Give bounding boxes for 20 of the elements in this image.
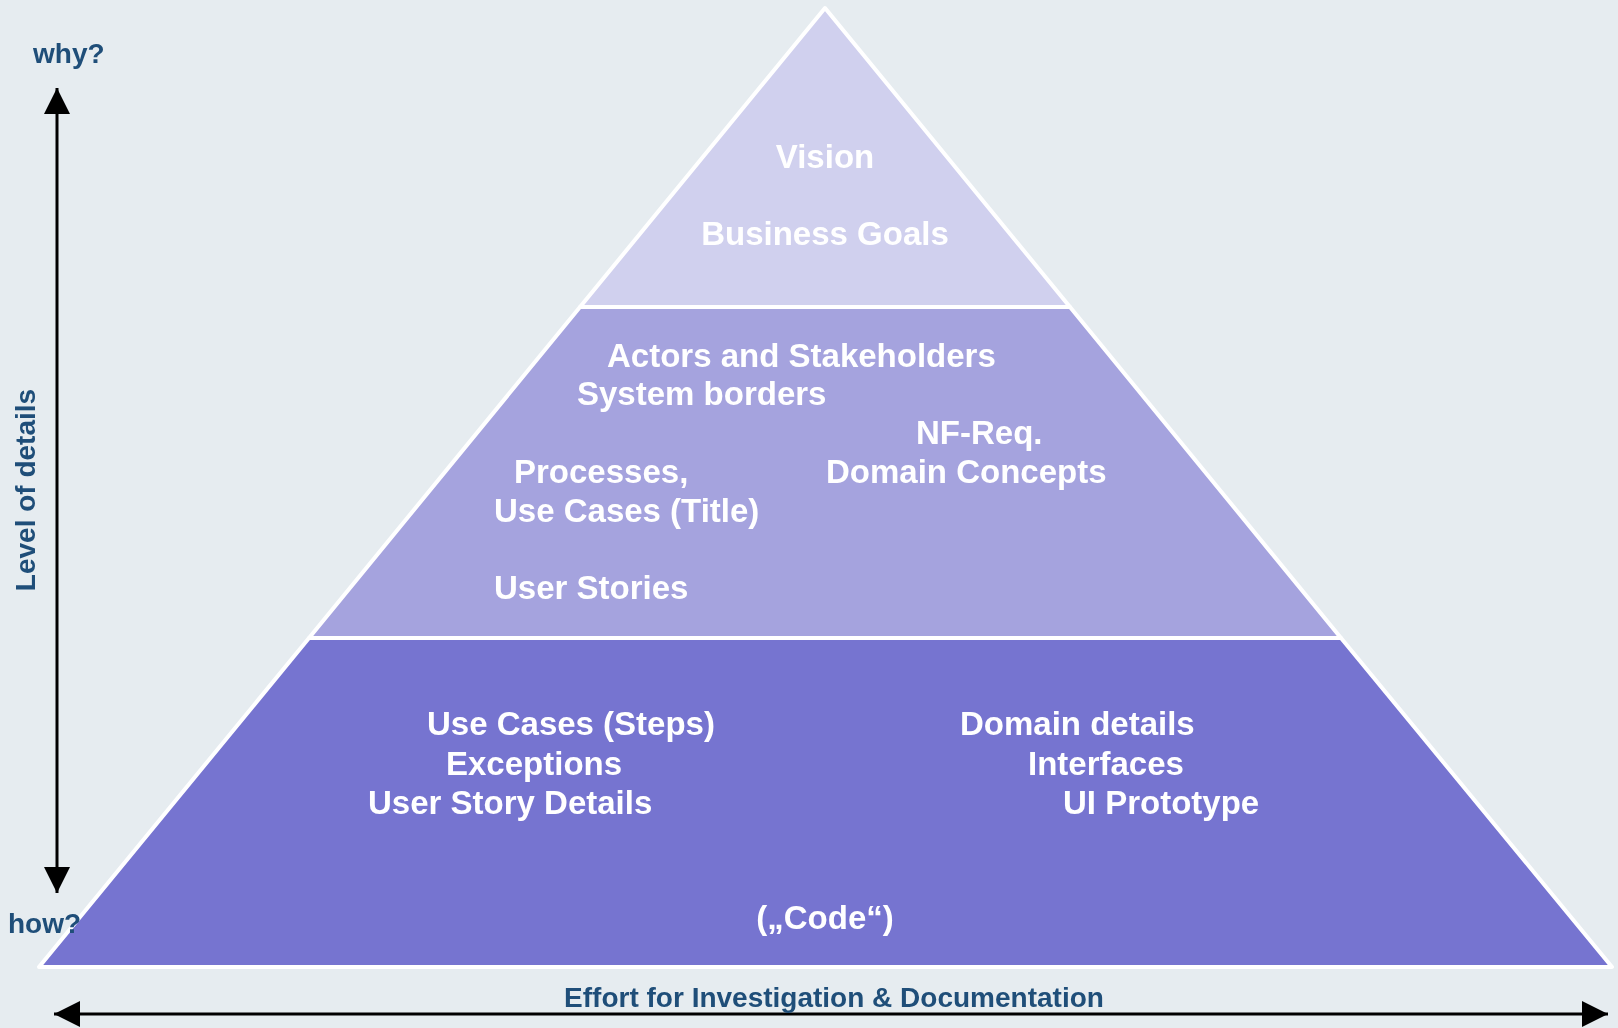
axis-title: Level of details <box>9 388 42 592</box>
band-text: User Stories <box>494 569 689 607</box>
band-text: Exceptions <box>446 745 623 783</box>
band-text: Processes, <box>514 453 689 491</box>
axis-label: how? <box>8 908 82 941</box>
band-text: User Story Details <box>368 784 653 822</box>
band-text: System borders <box>577 375 827 413</box>
band-triangle <box>580 8 1070 307</box>
band-text: Interfaces <box>1028 745 1184 783</box>
band-text: UI Prototype <box>1063 784 1260 822</box>
band-trapezoid <box>309 307 1341 638</box>
band-text: Actors and Stakeholders <box>607 337 996 375</box>
band-text: Use Cases (Steps) <box>427 705 715 743</box>
band-text: NF-Req. <box>916 414 1043 452</box>
axis-title: Effort for Investigation & Documentation <box>564 981 1104 1015</box>
band-text: Domain Concepts <box>826 453 1107 491</box>
axis-label: why? <box>33 38 105 71</box>
band-text: („Code“) <box>756 899 894 937</box>
band-text: Domain details <box>960 705 1195 743</box>
band-text: Use Cases (Title) <box>494 492 760 530</box>
